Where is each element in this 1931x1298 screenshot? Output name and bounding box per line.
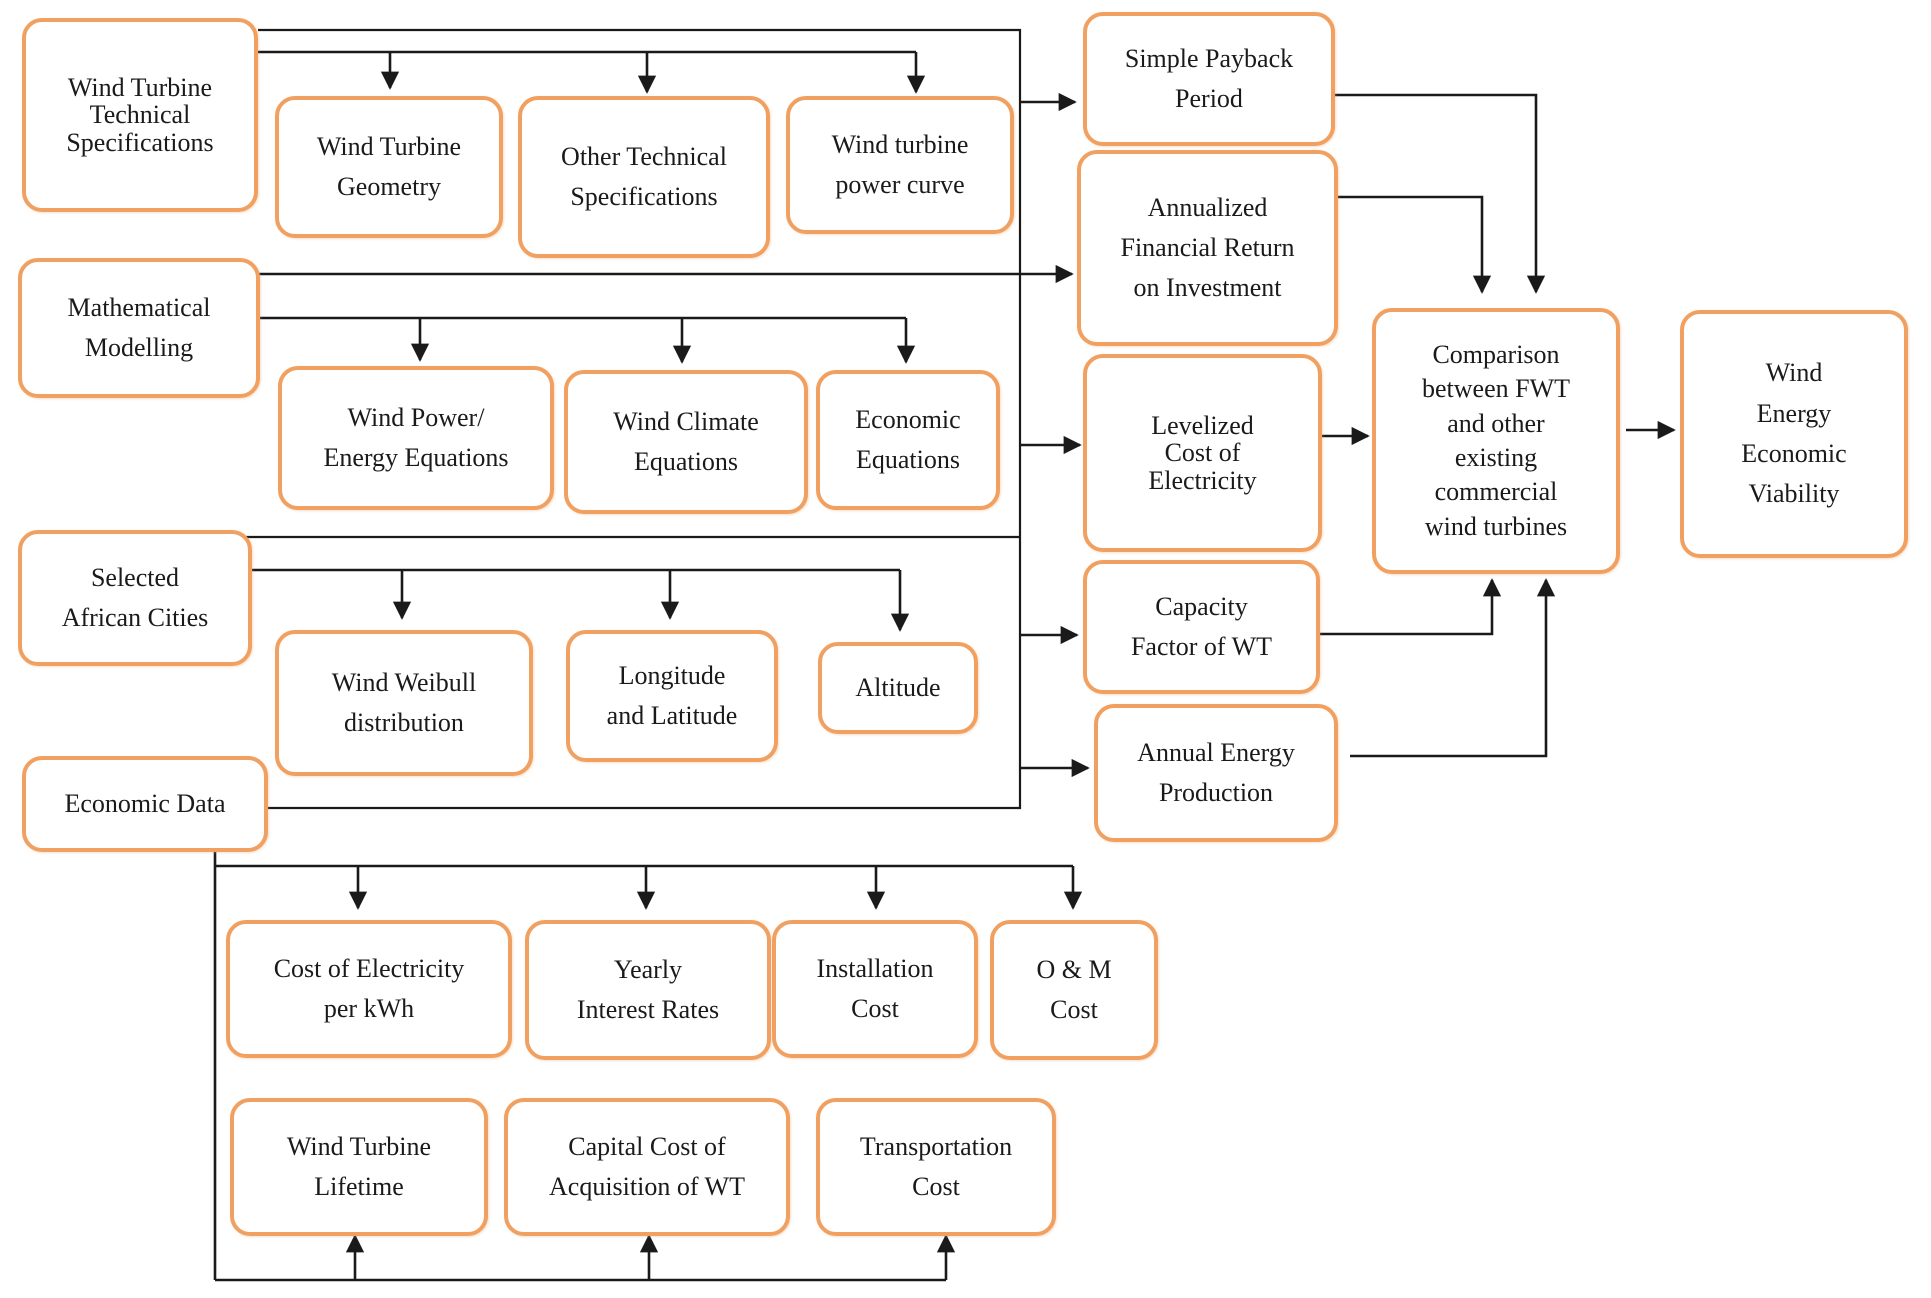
aep-to-comparison-arrow — [1350, 578, 1556, 758]
weibull-label: Wind Weibull distribution — [331, 667, 477, 737]
economic-data-label: Economic Data — [64, 788, 226, 818]
altitude-box: Altitude — [818, 642, 978, 734]
wt-lifetime-label: Wind Turbine Lifetime — [286, 1131, 432, 1201]
economic-equations-label: Economic Equations — [855, 404, 961, 474]
installation-cost-label: Installation Cost — [816, 953, 934, 1023]
wt-geometry-box: Wind Turbine Geometry — [275, 96, 503, 238]
capacity-to-comparison-arrow — [1320, 578, 1502, 636]
power-equations-box: Wind Power/ Energy Equations — [278, 366, 554, 510]
payback-period-label: Simple Payback Period — [1124, 43, 1294, 113]
climate-equations-box: Wind Climate Equations — [564, 370, 808, 514]
capital-cost-box: Capital Cost of Acquisition of WT — [504, 1098, 790, 1236]
other-specs-box: Other Technical Specifications — [518, 96, 770, 258]
transportation-cost-label: Transportation Cost — [859, 1131, 1013, 1201]
payback-to-comparison-arrow — [1335, 93, 1546, 294]
power-curve-label: Wind turbine power curve — [831, 129, 969, 199]
viability-label: Wind Energy Economic Viability — [1741, 358, 1847, 509]
altitude-label: Altitude — [855, 672, 941, 702]
om-cost-label: O & M Cost — [1036, 954, 1112, 1024]
comparison-label: Comparison between FWT and other existin… — [1421, 340, 1570, 541]
capacity-factor-box: Capacity Factor of WT — [1083, 560, 1320, 694]
transportation-cost-box: Transportation Cost — [816, 1098, 1056, 1236]
lat-long-label: Longitude and Latitude — [606, 660, 738, 730]
power-curve-box: Wind turbine power curve — [786, 96, 1014, 234]
african-cities-label: Selected African Cities — [61, 562, 209, 632]
aep-label: Annual Energy Production — [1137, 737, 1295, 807]
economic-data-box: Economic Data — [22, 756, 268, 852]
weibull-box: Wind Weibull distribution — [275, 630, 533, 776]
capacity-factor-label: Capacity Factor of WT — [1130, 591, 1273, 661]
input-frame-line — [258, 28, 1022, 810]
cost-electricity-box: Cost of Electricity per kWh — [226, 920, 512, 1058]
math-modelling-label: Mathematical Modelling — [67, 292, 211, 362]
comparison-box: Comparison between FWT and other existin… — [1372, 308, 1620, 574]
om-cost-box: O & M Cost — [990, 920, 1158, 1060]
viability-box: Wind Energy Economic Viability — [1680, 310, 1908, 558]
aep-box: Annual Energy Production — [1094, 704, 1338, 842]
interest-rates-label: Yearly Interest Rates — [576, 954, 720, 1024]
wt-technical-specs-label: Wind Turbine Technical Specifications — [66, 73, 214, 157]
payback-period-box: Simple Payback Period — [1083, 12, 1335, 146]
climate-equations-label: Wind Climate Equations — [613, 406, 759, 476]
cost-electricity-label: Cost of Electricity per kWh — [273, 953, 465, 1023]
capital-cost-label: Capital Cost of Acquisition of WT — [549, 1131, 745, 1201]
lcoe-label: Levelized Cost of Electricity — [1148, 411, 1257, 495]
afroi-to-comparison-arrow — [1338, 195, 1492, 294]
wt-technical-specs-box: Wind Turbine Technical Specifications — [22, 18, 258, 212]
wt-geometry-label: Wind Turbine Geometry — [316, 131, 462, 201]
power-equations-label: Wind Power/ Energy Equations — [323, 402, 509, 472]
other-specs-label: Other Technical Specifications — [561, 141, 727, 211]
african-cities-box: Selected African Cities — [18, 530, 252, 666]
interest-rates-box: Yearly Interest Rates — [525, 920, 771, 1060]
installation-cost-box: Installation Cost — [772, 920, 978, 1058]
afroi-label: Annualized Financial Return on Investmen… — [1120, 192, 1295, 303]
afroi-box: Annualized Financial Return on Investmen… — [1077, 150, 1338, 346]
lcoe-box: Levelized Cost of Electricity — [1083, 354, 1322, 552]
economic-equations-box: Economic Equations — [816, 370, 1000, 510]
lat-long-box: Longitude and Latitude — [566, 630, 778, 762]
math-modelling-box: Mathematical Modelling — [18, 258, 260, 398]
wt-lifetime-box: Wind Turbine Lifetime — [230, 1098, 488, 1236]
